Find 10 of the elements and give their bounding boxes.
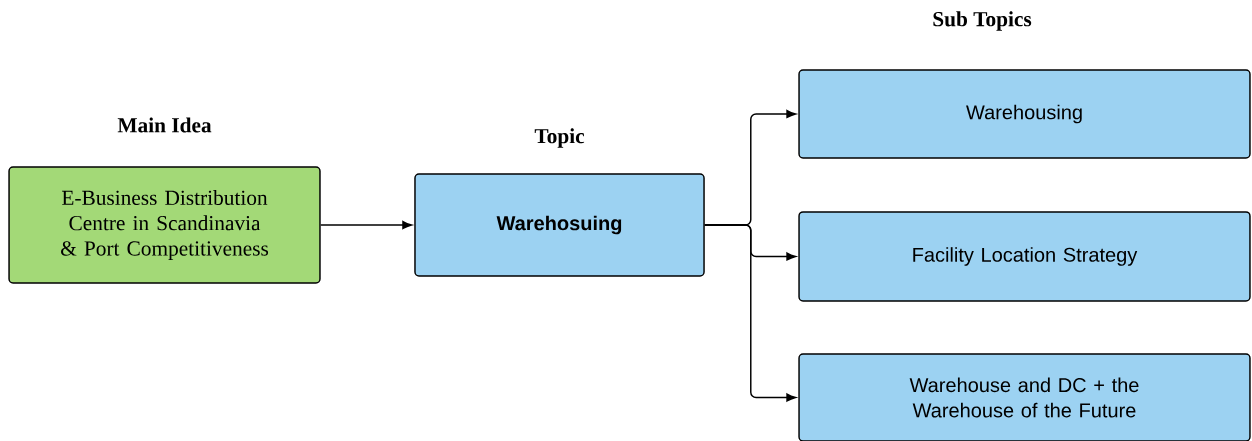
subtopic-box: Warehousing <box>798 69 1251 159</box>
subtopic-box: Warehouse and DC + the Warehouse of the Future <box>798 353 1251 441</box>
subtopic-box: Facility Location Strategy <box>798 211 1251 302</box>
heading: Main Idea <box>117 117 212 133</box>
idea-box: E-Business Distribution Centre in Scandinavia & Port Competitiveness <box>8 166 321 284</box>
arrow <box>319 220 413 230</box>
arrow <box>704 224 797 402</box>
heading: Topic <box>534 128 585 148</box>
heading: Sub Topics <box>933 11 1032 31</box>
topic-box: Warehosuing <box>414 173 705 277</box>
